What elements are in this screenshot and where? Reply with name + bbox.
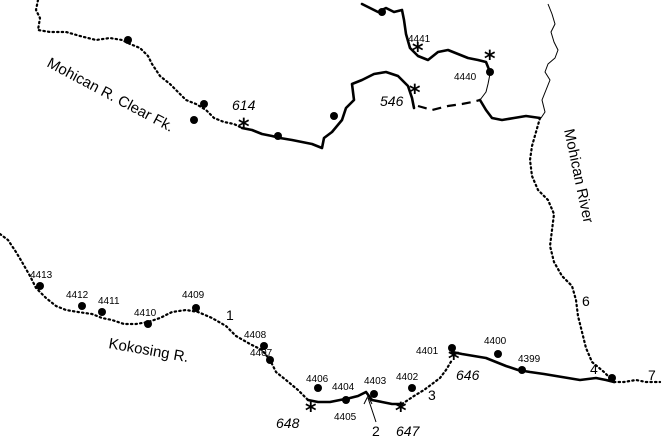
label-site-4409: 4409 bbox=[182, 290, 205, 301]
label-site-4410: 4410 bbox=[134, 308, 157, 319]
label-site-4401: 4401 bbox=[416, 346, 439, 357]
label-site-4405: 4405 bbox=[334, 412, 357, 423]
site-dot-4400 bbox=[494, 350, 502, 358]
clear-fork-dotted-line bbox=[34, 0, 244, 130]
site-dot-4408 bbox=[260, 342, 268, 350]
dam-marker-646: * bbox=[448, 347, 460, 372]
clear-fork-dashed-line bbox=[417, 98, 481, 112]
kokosing-solid-line bbox=[306, 390, 404, 406]
label-reach-4: 4 bbox=[590, 361, 598, 377]
label-site-4404: 4404 bbox=[332, 382, 355, 393]
label-mohican-river: Mohican River bbox=[560, 127, 597, 224]
site-dot-4412 bbox=[78, 302, 86, 310]
label-reach-6: 6 bbox=[582, 293, 590, 309]
site-dot-clear-fork-1 bbox=[124, 36, 132, 44]
dam-marker-614: * bbox=[238, 115, 250, 140]
clear-fork-connector-line bbox=[479, 73, 491, 101]
mohican-river-dotted-line bbox=[528, 116, 616, 384]
ne-tributary-line bbox=[540, 3, 559, 119]
dam-marker-648: * bbox=[305, 399, 317, 424]
site-dot-4401 bbox=[448, 344, 456, 352]
label-reach-1: 1 bbox=[226, 307, 234, 323]
label-site-4402: 4402 bbox=[396, 372, 419, 383]
label-site-4407: 4407 bbox=[250, 348, 273, 359]
site-dot-clear-fork-5 bbox=[330, 112, 338, 120]
clear-fork-lower-solid-line bbox=[478, 98, 542, 122]
site-dot-upper-1 bbox=[378, 8, 386, 16]
kokosing-dotted-line bbox=[0, 232, 310, 402]
label-site-4412: 4412 bbox=[66, 290, 89, 301]
site-dot-4410 bbox=[144, 320, 152, 328]
kokosing-dotted-middle-line bbox=[400, 358, 454, 406]
downstream-dotted-line bbox=[612, 378, 662, 384]
site-dot-4407 bbox=[266, 356, 274, 364]
site-dot-4411 bbox=[98, 308, 106, 316]
site-dot-4399 bbox=[518, 366, 526, 374]
label-kokosing: Kokosing R. bbox=[107, 335, 190, 366]
clear-fork-solid-line bbox=[240, 70, 416, 150]
reach-2-arrow bbox=[363, 395, 377, 423]
label-site-4399: 4399 bbox=[518, 354, 541, 365]
label-reach-7: 7 bbox=[648, 367, 656, 383]
label-dam-546: 546 bbox=[380, 93, 404, 109]
upper-branch-solid-line bbox=[360, 2, 492, 74]
site-dot-4 bbox=[608, 374, 616, 382]
label-clear-fork: Mohican R. Clear Fk. bbox=[44, 55, 176, 136]
label-site-4400: 4400 bbox=[484, 336, 507, 347]
dam-marker-upper-east: * bbox=[484, 47, 496, 72]
label-reach-3: 3 bbox=[428, 387, 436, 403]
label-site-4408: 4408 bbox=[244, 330, 267, 341]
site-dot-4413 bbox=[36, 282, 44, 290]
label-site-4411: 4411 bbox=[98, 296, 120, 307]
dam-marker-647: * bbox=[395, 399, 407, 424]
label-site-4406: 4406 bbox=[306, 374, 329, 385]
dam-marker-4441: * bbox=[412, 39, 424, 64]
site-dot-4402 bbox=[408, 384, 416, 392]
site-dot-4404 bbox=[342, 396, 350, 404]
site-dot-clear-fork-3 bbox=[190, 116, 198, 124]
label-dam-647: 647 bbox=[396, 423, 421, 437]
label-site-4440: 4440 bbox=[454, 72, 477, 83]
site-dot-4440 bbox=[486, 68, 494, 76]
dam-marker-546: * bbox=[409, 81, 421, 106]
site-dot-4403 bbox=[370, 390, 378, 398]
label-reach-2: 2 bbox=[372, 423, 380, 437]
kokosing-solid-east-line bbox=[450, 350, 616, 384]
label-dam-614: 614 bbox=[232, 97, 256, 113]
site-dot-4406 bbox=[314, 384, 322, 392]
site-dot-clear-fork-4 bbox=[274, 132, 282, 140]
label-site-4441: 4441 bbox=[408, 34, 431, 45]
label-dam-648: 648 bbox=[276, 415, 300, 431]
site-dot-clear-fork-2 bbox=[200, 100, 208, 108]
label-dam-646: 646 bbox=[456, 367, 480, 383]
label-site-4403: 4403 bbox=[364, 376, 387, 387]
label-site-4413: 4413 bbox=[30, 270, 53, 281]
site-dot-4409 bbox=[192, 304, 200, 312]
